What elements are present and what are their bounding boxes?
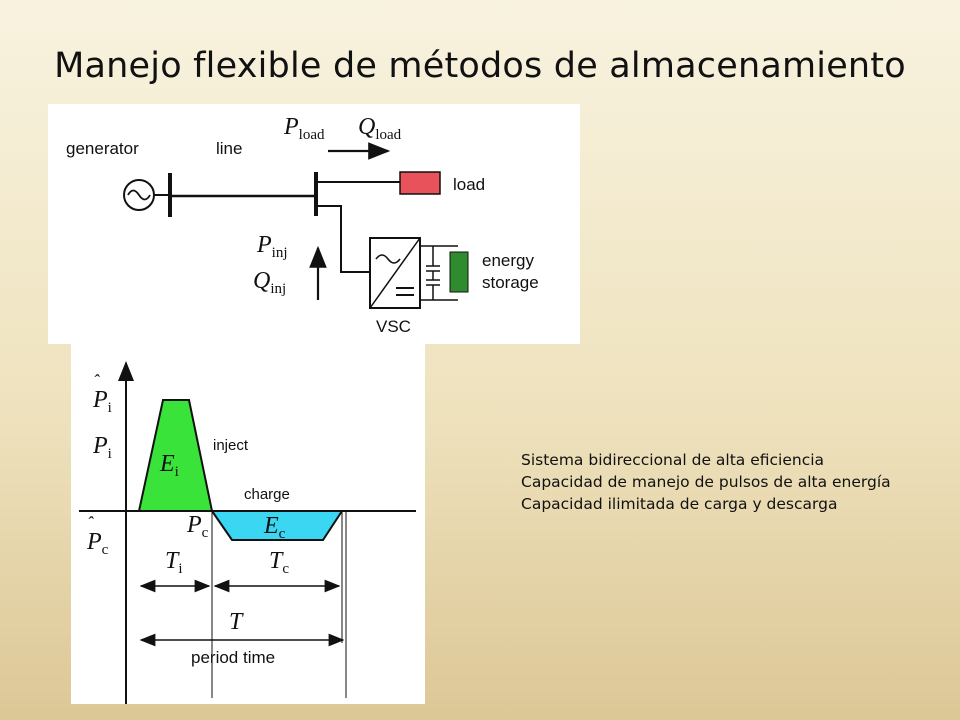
t-i-label: Ti xyxy=(165,548,183,577)
vsc-label: VSC xyxy=(376,317,411,336)
bullet-list: Sistema bidireccional de alta eficiencia… xyxy=(521,449,941,515)
bullet-item-1: Sistema bidireccional de alta eficiencia xyxy=(521,451,825,469)
power-waveform-diagram: Pi ˆ Pi Pc ˆ Ei Ec Pc inject charge Ti T… xyxy=(71,343,425,704)
slide-title: Manejo flexible de métodos de almacenami… xyxy=(54,46,906,86)
p-i-peak-label: Pi xyxy=(92,387,112,416)
charge-pulse xyxy=(210,510,344,541)
storage-element xyxy=(449,251,469,293)
vsc-converter xyxy=(369,237,421,309)
t-c-label: Tc xyxy=(269,548,289,577)
load-box xyxy=(399,171,441,195)
t-label: T xyxy=(229,609,244,635)
energy-storage-label-2: storage xyxy=(482,273,539,292)
vsc-feeder xyxy=(316,205,370,273)
q-inj-label: Qinj xyxy=(253,268,286,297)
p-c-peak-label: Pc xyxy=(86,529,109,558)
energy-storage-label-1: energy xyxy=(482,251,534,270)
p-c-label: Pc xyxy=(186,512,209,541)
p-load-label: Pload xyxy=(283,114,325,143)
e-c-label: Ec xyxy=(263,513,286,542)
charge-label: charge xyxy=(244,486,290,503)
p-i-hat-mark: ˆ xyxy=(93,371,100,391)
line-label: line xyxy=(216,139,242,158)
load-label: load xyxy=(453,175,485,194)
e-i-label: Ei xyxy=(159,451,179,480)
inject-pulse xyxy=(137,399,214,512)
inject-label: inject xyxy=(213,437,249,454)
circuit-diagram: generator line Pload Qload load Pinj Qin… xyxy=(48,104,580,344)
p-inj-label: Pinj xyxy=(256,232,288,261)
p-c-hat-mark: ˆ xyxy=(87,513,94,533)
period-time-label: period time xyxy=(191,648,275,667)
generator-symbol xyxy=(123,179,169,211)
q-load-label: Qload xyxy=(358,114,402,143)
dc-capacitors xyxy=(420,245,458,301)
bullet-item-3: Capacidad ilimitada de carga y descarga xyxy=(521,495,838,513)
generator-label: generator xyxy=(66,139,139,158)
bullet-item-2: Capacidad de manejo de pulsos de alta en… xyxy=(521,473,891,491)
p-i-label: Pi xyxy=(92,433,112,462)
